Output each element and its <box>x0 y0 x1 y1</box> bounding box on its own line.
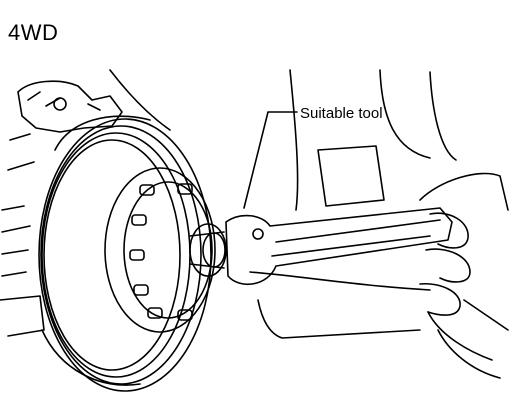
callout-leader <box>243 111 298 209</box>
hand <box>419 172 509 361</box>
suitable-tool-label: Suitable tool <box>300 105 383 122</box>
steering-knuckle <box>0 80 123 337</box>
hub-nut <box>189 223 227 277</box>
brake-rotor <box>38 115 212 392</box>
suitable-tool-wrench <box>225 207 453 291</box>
wheel-hub <box>104 167 216 333</box>
vehicle-body-background <box>109 69 501 379</box>
drive-type-heading: 4WD <box>8 20 59 45</box>
